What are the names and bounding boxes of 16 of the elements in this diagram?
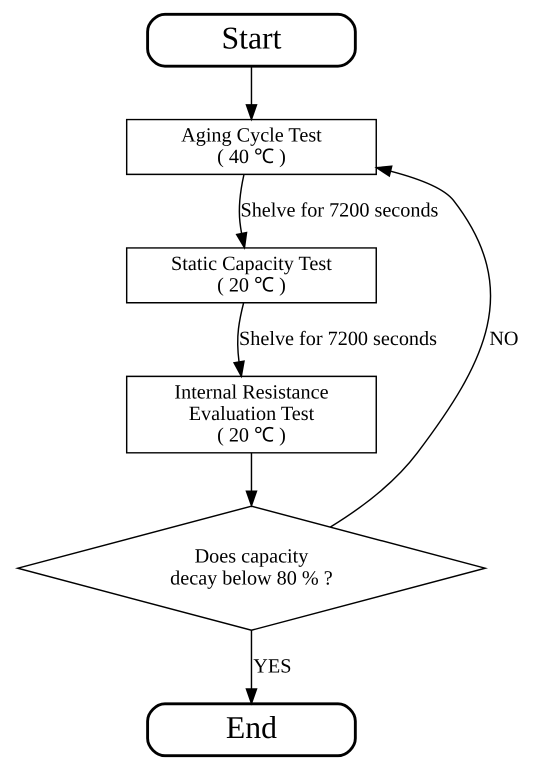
arrow: [236, 174, 248, 250]
arrow: [330, 165, 491, 528]
arrow: [232, 302, 245, 378]
node-box: Start: [146, 12, 357, 68]
edge-label: Shelve for 7200 seconds: [240, 200, 438, 222]
node-box: Aging Cycle Test ( 40 ℃ ): [126, 118, 377, 176]
node-diamond: Does capacity decay below 80 % ?: [14, 505, 488, 631]
edge-label: YES: [253, 655, 292, 678]
edge-label: Shelve for 7200 seconds: [239, 328, 437, 350]
node-box: Internal Resistance Evaluation Test ( 20 ℃ ): [126, 376, 377, 454]
edge-label: NO: [489, 328, 519, 350]
node-box: Static Capacity Test ( 20 ℃ ): [126, 247, 377, 304]
arrow: [245, 630, 258, 706]
arrow: [245, 452, 258, 508]
arrow: [245, 66, 258, 122]
node-box: End: [146, 702, 357, 758]
